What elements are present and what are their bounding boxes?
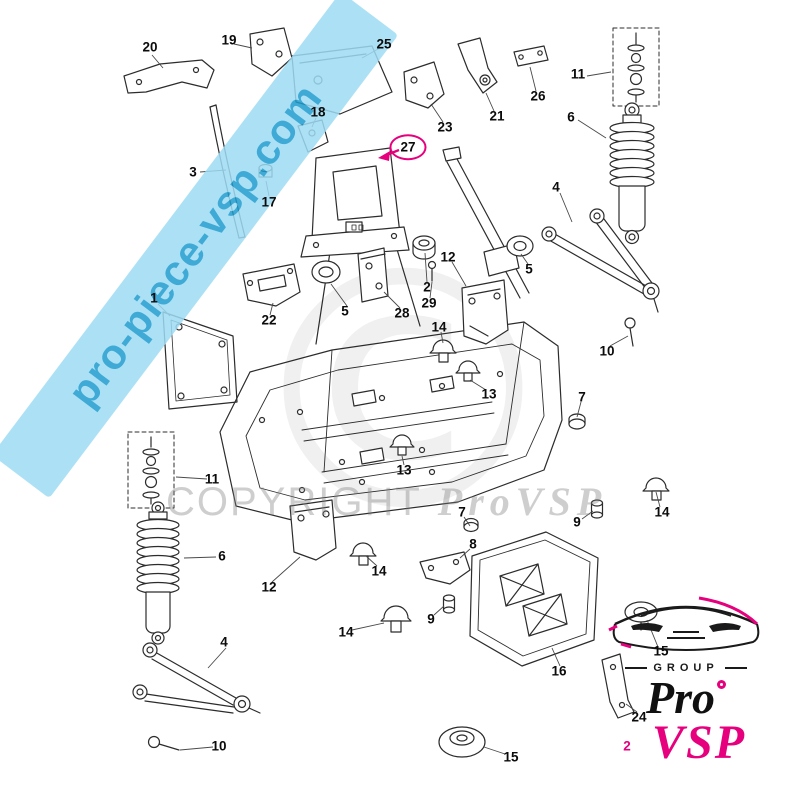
part-11-hardware-kit-left [127, 431, 175, 509]
part-label-13: 13 [481, 386, 497, 402]
part-label-12: 12 [440, 249, 456, 265]
part-label-6: 6 [567, 109, 575, 125]
part-5-mount-left [311, 260, 341, 284]
dash-left [625, 667, 648, 669]
part-12-bracket-right [461, 279, 509, 345]
logo-group-label: GROUP [653, 662, 719, 674]
dash-right [724, 667, 747, 669]
part-14-rubber-stop [429, 339, 457, 363]
part-label-2: 2 [623, 738, 631, 754]
part-label-4: 4 [220, 634, 228, 650]
part-12-bracket-left [289, 499, 337, 561]
part-label-28: 28 [394, 305, 410, 321]
logo-group-row: GROUP [596, 662, 776, 674]
part-4-suspension-arm-bottom [132, 642, 261, 714]
part-label-23: 23 [437, 119, 453, 135]
part-label-1: 1 [150, 290, 158, 306]
part-label-5: 5 [525, 261, 533, 277]
part-label-11: 11 [570, 66, 586, 82]
part-label-9: 9 [427, 611, 435, 627]
part-19-bracket [249, 27, 293, 77]
headlight-right [709, 623, 741, 632]
headlight-left [631, 623, 663, 632]
part-label-21: 21 [489, 108, 505, 124]
part-29-bolt [427, 260, 437, 282]
part-label-26: 26 [530, 88, 546, 104]
part-7-cap-center [463, 517, 479, 533]
part-label-4: 4 [552, 179, 560, 195]
part-label-6: 6 [218, 548, 226, 564]
part-label-17: 17 [261, 194, 277, 210]
grille [667, 631, 705, 639]
frame-left-mount-plate [162, 311, 238, 410]
part-26-bar [513, 45, 549, 67]
part-label-14: 14 [654, 504, 670, 520]
part-5-mount-right [506, 235, 534, 257]
part-label-7: 7 [458, 504, 466, 520]
copyright-watermark: COPYRIGHT ProVSP [166, 478, 607, 525]
part-4-suspension-arm-top [541, 208, 660, 313]
part-label-19: 19 [221, 32, 237, 48]
part-label-2: 2 [423, 279, 431, 295]
part-20-bracket [123, 59, 215, 94]
copyright-brand: ProVSP [437, 479, 608, 524]
part-label-18: 18 [310, 104, 326, 120]
part-label-12: 12 [261, 579, 277, 595]
part-10-bolt-bottom [147, 735, 180, 751]
part-label-11: 11 [204, 471, 220, 487]
part-label-7: 7 [578, 389, 586, 405]
part-6-shock-absorber-top [609, 102, 655, 245]
logo-brand-line-1: Pro [596, 675, 776, 721]
car-illustration [608, 596, 760, 651]
part-label-14: 14 [338, 624, 354, 640]
part-9-spacer-right [590, 499, 604, 519]
part-13-bumper [389, 434, 415, 456]
logo-brand-line-2: VSP [596, 718, 776, 766]
part-14-rubber-stop [380, 605, 412, 633]
detached-parts [123, 27, 670, 758]
part-label-10: 10 [599, 343, 615, 359]
logo-brand-vsp: VSP [651, 715, 747, 769]
part-label-22: 22 [261, 312, 277, 328]
provsp-logo: GROUP Pro VSP [596, 580, 776, 766]
main-frame [162, 146, 563, 523]
part-11-hardware-kit-top [612, 27, 660, 107]
copyright-word: COPYRIGHT [166, 480, 422, 524]
part-label-20: 20 [142, 39, 158, 55]
part-label-5: 5 [341, 303, 349, 319]
part-label-13: 13 [396, 462, 412, 478]
part-8-bracket [419, 551, 471, 585]
part-10-bolt-right [624, 317, 636, 347]
part-9-spacer-center [442, 594, 456, 614]
part-7-cap-right [568, 413, 586, 430]
part-15-grommet-bottom [438, 726, 486, 758]
part-label-8: 8 [469, 536, 477, 552]
part-label-14: 14 [371, 563, 387, 579]
part-label-29: 29 [421, 295, 437, 311]
part-label-10: 10 [211, 738, 227, 754]
part-22-bracket [242, 263, 301, 307]
part-24-bracket [601, 653, 635, 719]
part-13-bumper [455, 360, 481, 382]
part-21-bracket [457, 37, 498, 94]
part-label-9: 9 [573, 514, 581, 530]
part-6-shock-absorber-left [136, 501, 180, 645]
part-label-25: 25 [376, 36, 392, 52]
logo-brand-pro: Pro [646, 672, 715, 723]
part-label-3: 3 [189, 164, 197, 180]
part-label-14: 14 [431, 319, 447, 335]
logo-ring-icon [717, 680, 726, 689]
part-label-27: 27 [389, 134, 427, 160]
part-23-bracket [403, 61, 445, 109]
part-label-15: 15 [503, 749, 519, 765]
part-14-rubber-stop [349, 542, 377, 566]
part-2-cap [412, 235, 436, 260]
part-label-24: 24 [631, 709, 647, 725]
part-label-16: 16 [551, 663, 567, 679]
part-16-support-bracket [469, 531, 599, 667]
part-label-15: 15 [653, 643, 669, 659]
